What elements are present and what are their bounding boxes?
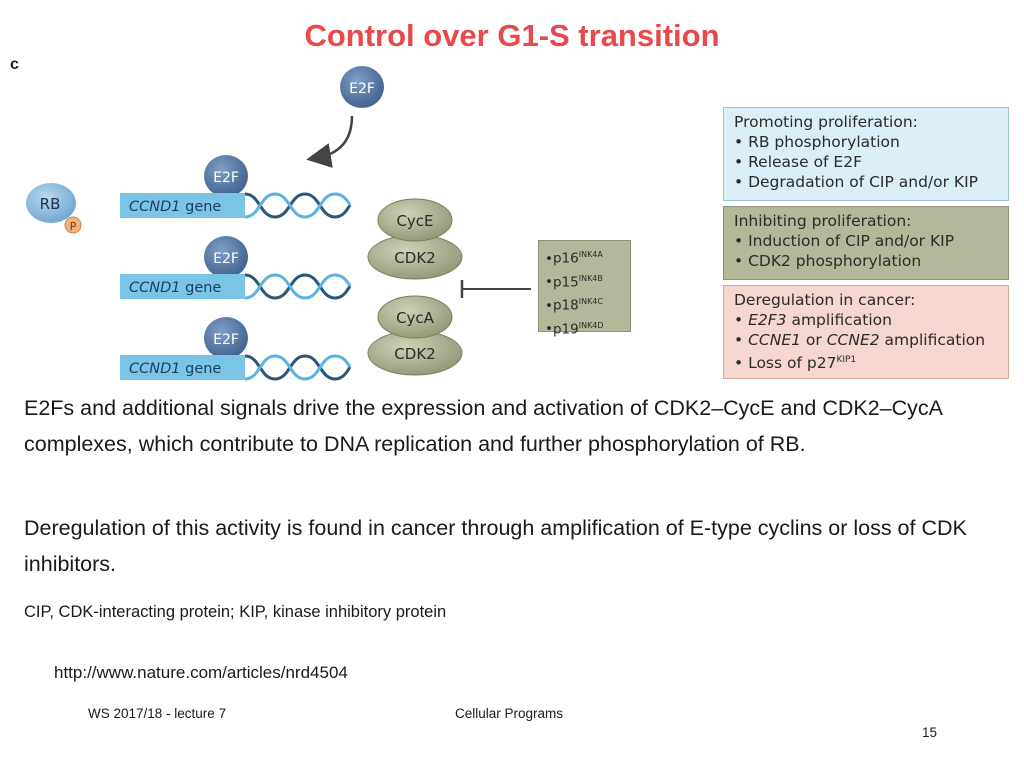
cdk2-cyca-complex: CDK2 CycA — [367, 295, 463, 376]
dna-helix-strand — [244, 192, 352, 219]
g1s-pathway-diagram: E2F RB P E2F CCND1 gene E2F CCND1 gene E… — [26, 66, 531, 381]
body-paragraph: Deregulation of this activity is found i… — [24, 516, 967, 576]
box-heading: Deregulation in cancer: — [734, 291, 916, 309]
box-item: CDK2 phosphorylation — [734, 251, 998, 271]
e2f-bound-node — [204, 317, 248, 359]
ccnd1-gene-label: CCND1 gene — [129, 361, 221, 377]
free-e2f-node — [340, 66, 384, 108]
e2f-bound-node — [204, 236, 248, 278]
box-item: E2F3 amplification — [734, 310, 998, 330]
cyca-node — [377, 295, 453, 339]
cdk2-label: CDK2 — [394, 345, 435, 363]
body-paragraph: E2Fs and additional signals drive the ex… — [24, 396, 942, 456]
ink4-inhibitor-list: p16INK4A p15INK4B p18INK4C p19INK4D — [538, 240, 631, 337]
dna-helix-strand — [244, 192, 352, 219]
source-url[interactable]: http://www.nature.com/articles/nrd4504 — [54, 663, 348, 682]
deregulation-in-cancer-box: Deregulation in cancer: E2F3 amplificati… — [723, 285, 1009, 379]
rb-label: RB — [40, 195, 61, 213]
box-item: Release of E2F — [734, 152, 998, 172]
promoting-proliferation-box: Promoting proliferation: RB phosphorylat… — [723, 107, 1009, 201]
panel-letter: c — [10, 56, 19, 73]
box-item: RB phosphorylation — [734, 132, 998, 152]
box-heading: Inhibiting proliferation: — [734, 212, 912, 230]
dna-helix-strand — [244, 354, 352, 381]
slide-title: Control over G1-S transition — [304, 18, 720, 53]
ccnd1-gene-band — [120, 355, 245, 380]
inhibitor-item: p15INK4B — [545, 269, 624, 293]
ccnd1-gene-label: CCND1 gene — [129, 280, 221, 296]
gene-row-3: E2F CCND1 gene — [120, 317, 352, 381]
box-item: Loss of p27KIP1 — [734, 350, 998, 373]
dna-helix-strand — [244, 273, 352, 300]
e2f-binding-arrow — [306, 115, 354, 168]
inhibitor-item: p16INK4A — [545, 245, 624, 269]
page-number: 15 — [922, 725, 938, 740]
e2f-bound-label: E2F — [213, 170, 239, 186]
phosphate-node — [64, 216, 82, 234]
inhibitor-item: p19INK4D — [545, 316, 624, 340]
e2f-bound-label: E2F — [213, 251, 239, 267]
cyce-node — [377, 198, 453, 242]
cdk2-cyce-complex: CDK2 CycE — [367, 198, 463, 280]
ccnd1-gene-band — [120, 274, 245, 299]
footer-course: WS 2017/18 - lecture 7 — [88, 706, 227, 721]
footer-title: Cellular Programs — [455, 706, 564, 721]
free-e2f-label: E2F — [349, 81, 375, 97]
abbreviation-note: CIP, CDK-interacting protein; KIP, kinas… — [24, 603, 447, 621]
gene-row-1: E2F CCND1 gene — [120, 155, 352, 219]
gene-row-2: E2F CCND1 gene — [120, 236, 352, 300]
rb-node — [26, 183, 76, 223]
e2f-bound-label: E2F — [213, 332, 239, 348]
ccnd1-gene-label: CCND1 gene — [129, 199, 221, 215]
inhibitor-item: p18INK4C — [545, 292, 624, 316]
ccnd1-gene-band — [120, 193, 245, 218]
cdk2-label: CDK2 — [394, 249, 435, 267]
box-item: Degradation of CIP and/or KIP — [734, 172, 998, 192]
cyca-label: CycA — [396, 309, 435, 327]
dna-helix-strand — [244, 273, 352, 300]
cyce-label: CycE — [396, 212, 433, 230]
box-item: Induction of CIP and/or KIP — [734, 231, 998, 251]
dna-helix-strand — [244, 354, 352, 381]
phosphate-label: P — [70, 220, 77, 233]
box-heading: Promoting proliferation: — [734, 113, 918, 131]
inhibiting-proliferation-box: Inhibiting proliferation: Induction of C… — [723, 206, 1009, 280]
box-item: CCNE1 or CCNE2 amplification — [734, 330, 998, 350]
e2f-bound-node — [204, 155, 248, 197]
